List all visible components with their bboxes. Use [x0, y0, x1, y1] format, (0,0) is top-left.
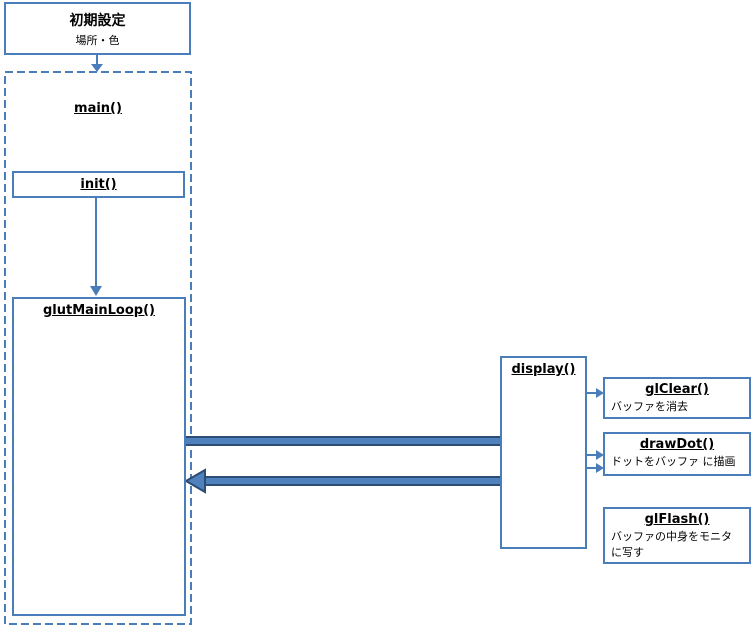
glclear-box: glClear() バッファを消去: [603, 377, 751, 419]
u-turn-arrow-head: [184, 468, 206, 494]
glflash-box: glFlash() バッファの中身をモニタ に写す: [603, 507, 751, 564]
glclear-title: glClear(): [645, 382, 709, 397]
drawdot-desc: ドットをバッファ に描画: [611, 455, 736, 468]
settings-title: 初期設定: [69, 13, 126, 29]
arrow-head-drawdot: [596, 450, 604, 460]
main-dashed-frame: [4, 71, 192, 625]
main-title: main(): [74, 101, 122, 116]
drawdot-box: drawDot() ドットをバッファ に描画: [603, 432, 751, 476]
drawdot-title: drawDot(): [639, 437, 715, 452]
glclear-desc: バッファを消去: [611, 400, 688, 413]
init-title: init(): [80, 177, 117, 192]
glflash-title: glFlash(): [644, 512, 710, 527]
settings-subtitle: 場所・色: [75, 34, 120, 47]
display-box: display(): [500, 356, 587, 549]
glflash-desc-line1: バッファの中身をモニタ: [611, 530, 732, 543]
arrow-head-glflash: [596, 463, 604, 473]
glflash-desc-line2: に写す: [611, 546, 644, 559]
glutmainloop-title: glutMainLoop(): [43, 303, 155, 318]
display-title: display(): [511, 362, 576, 377]
arrow-head-init: [90, 286, 102, 296]
glutmainloop-box: glutMainLoop(): [12, 297, 186, 616]
u-turn-arrow-body: [160, 438, 523, 484]
settings-box: 初期設定 場所・色: [4, 2, 191, 55]
u-turn-arrow-outline: [160, 436, 525, 486]
arrow-head-settings: [91, 64, 103, 72]
init-box: init(): [12, 171, 185, 198]
arrow-head-glclear: [596, 388, 604, 398]
